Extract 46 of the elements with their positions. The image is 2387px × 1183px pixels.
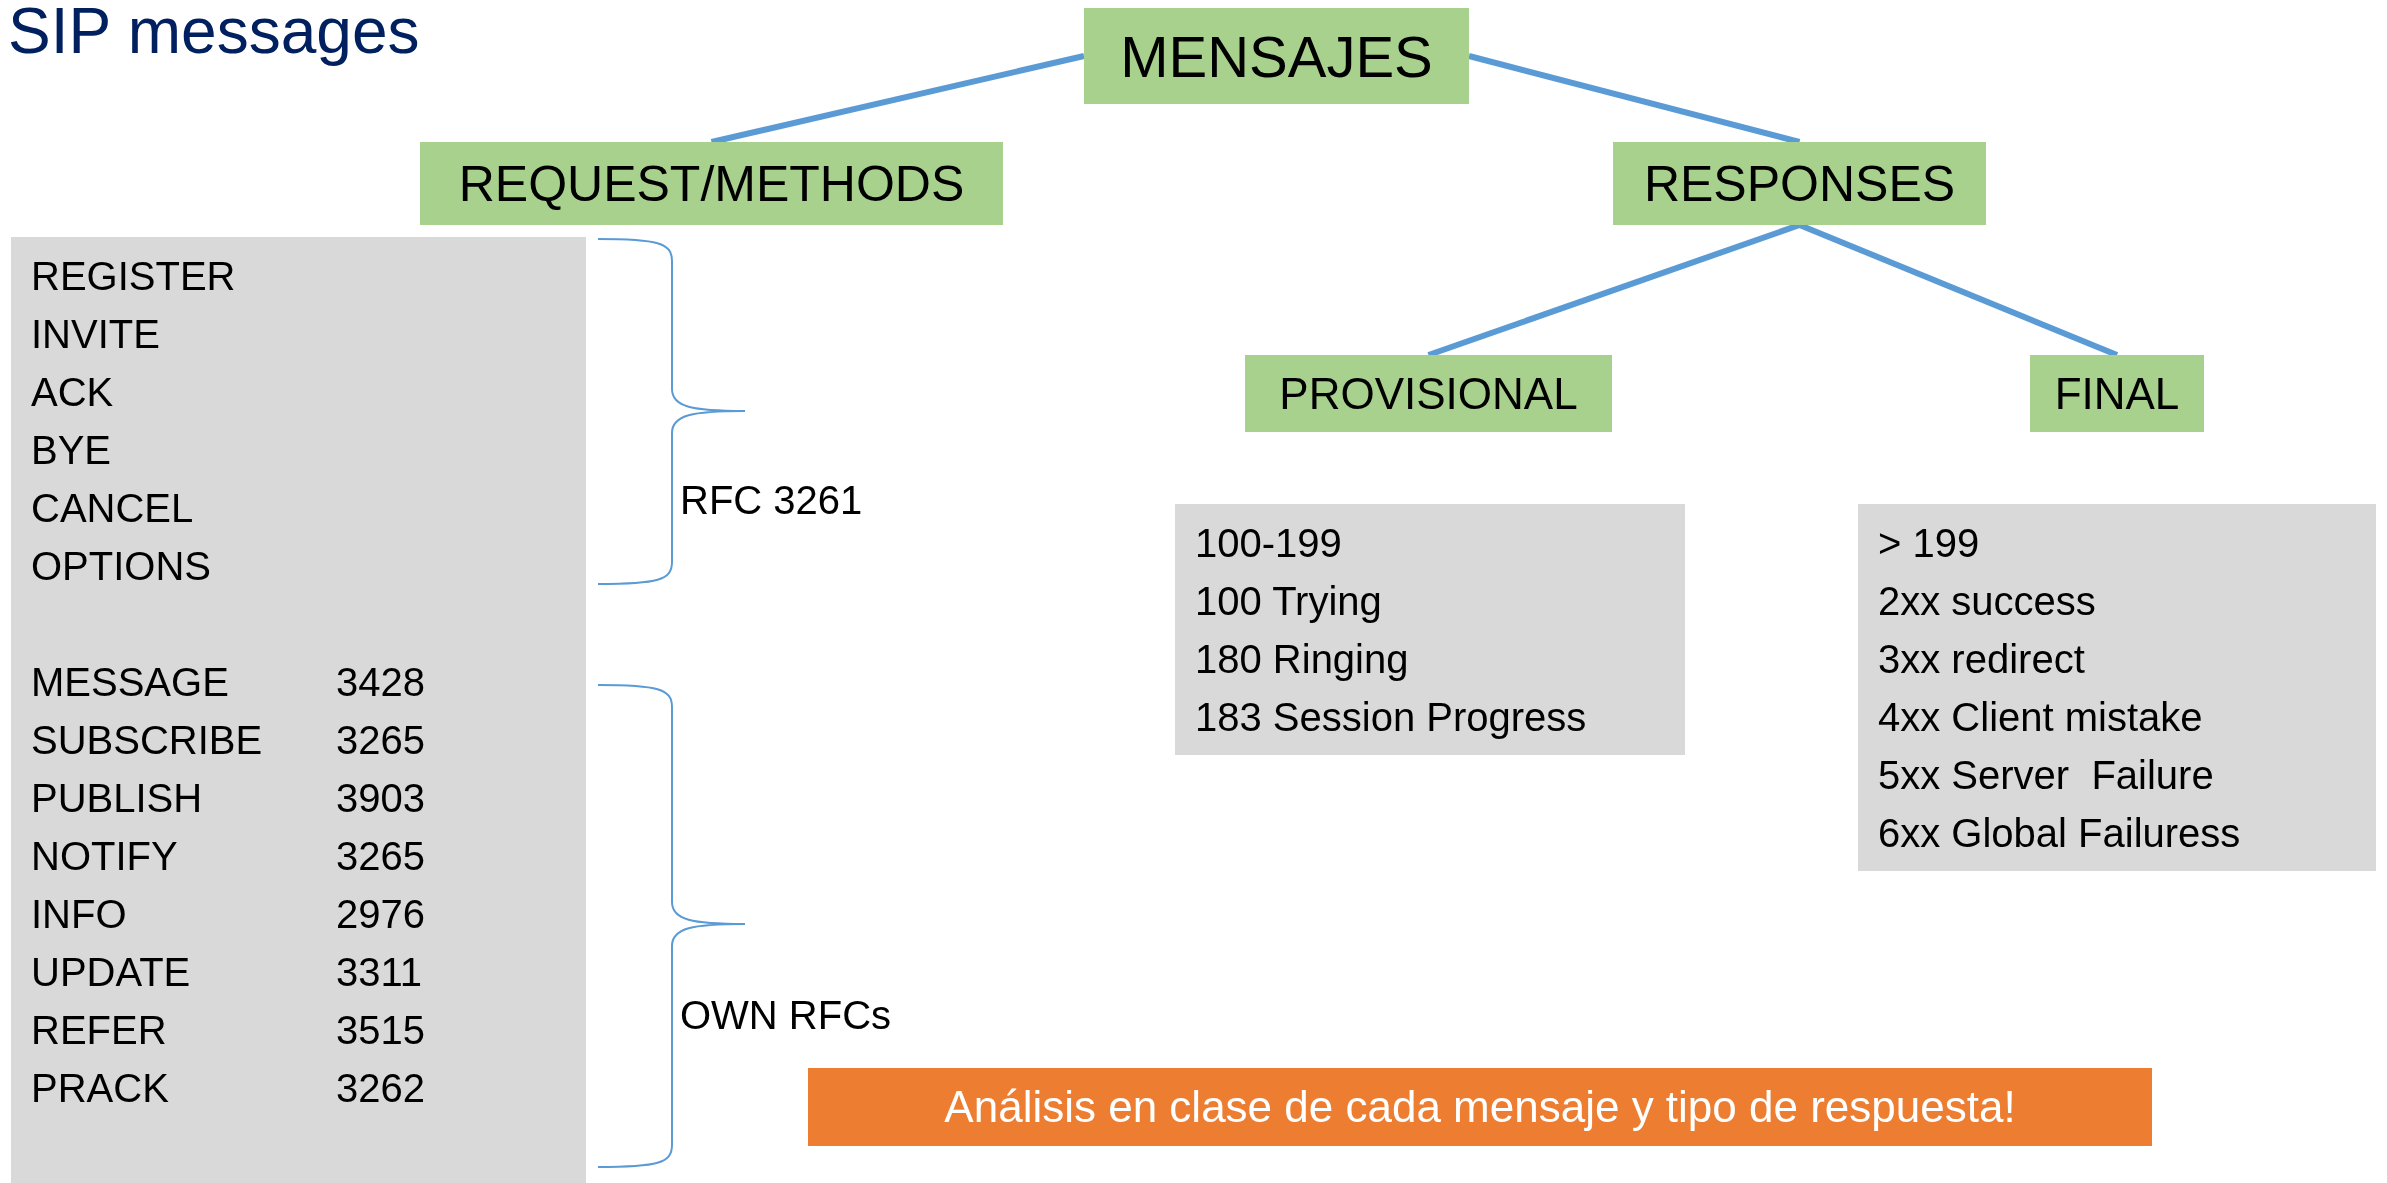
method-name: CANCEL	[31, 485, 195, 532]
response-code: 4xx Client mistake	[1878, 694, 2204, 741]
list-panel	[11, 237, 586, 1183]
response-code: 5xx Server Failure	[1878, 752, 2215, 799]
method-name: NOTIFY	[31, 833, 179, 880]
method-name: PRACK	[31, 1065, 170, 1112]
response-code: 6xx Global Failuress	[1878, 810, 2242, 857]
brace-label: RFC 3261	[680, 478, 863, 523]
response-code: 183 Session Progress	[1195, 694, 1588, 741]
method-name: BYE	[31, 427, 113, 474]
category-box: MENSAJES	[1084, 8, 1469, 104]
rfc-number: 3262	[336, 1065, 425, 1112]
method-name: SUBSCRIBE	[31, 717, 264, 764]
slide-title: SIP messages	[8, 0, 420, 68]
category-box: RESPONSES	[1613, 142, 1986, 225]
connector-line	[710, 53, 1085, 145]
response-code: 180 Ringing	[1195, 636, 1410, 683]
list-panel	[1858, 504, 2376, 871]
method-name: ACK	[31, 369, 115, 416]
category-box: REQUEST/METHODS	[420, 142, 1003, 225]
rfc-number: 3428	[336, 659, 425, 706]
category-box: PROVISIONAL	[1245, 355, 1612, 432]
method-name: INVITE	[31, 311, 161, 358]
category-box: FINAL	[2030, 355, 2204, 432]
rfc-number: 3311	[336, 949, 422, 996]
response-code: 100 Trying	[1195, 578, 1383, 625]
response-code: 2xx success	[1878, 578, 2097, 625]
method-name: UPDATE	[31, 949, 192, 996]
note-banner: Análisis en clase de cada mensaje y tipo de respuesta!	[808, 1068, 2152, 1146]
method-name: OPTIONS	[31, 543, 213, 590]
rfc-number: 2976	[336, 891, 425, 938]
method-name: REFER	[31, 1007, 168, 1054]
method-name: INFO	[31, 891, 128, 938]
response-code: 100-199	[1195, 520, 1343, 567]
rfc-number: 3265	[336, 833, 425, 880]
rfc-number: 3903	[336, 775, 425, 822]
brace-label: OWN RFCs	[680, 993, 892, 1038]
rfc-number: 3515	[336, 1007, 425, 1054]
method-name: REGISTER	[31, 253, 237, 300]
method-name: MESSAGE	[31, 659, 230, 706]
connector-line	[1468, 53, 1801, 145]
rfc-number: 3265	[336, 717, 425, 764]
response-code: 3xx redirect	[1878, 636, 2086, 683]
method-name: PUBLISH	[31, 775, 204, 822]
response-code: > 199	[1878, 520, 1981, 567]
list-panel	[1175, 504, 1685, 755]
